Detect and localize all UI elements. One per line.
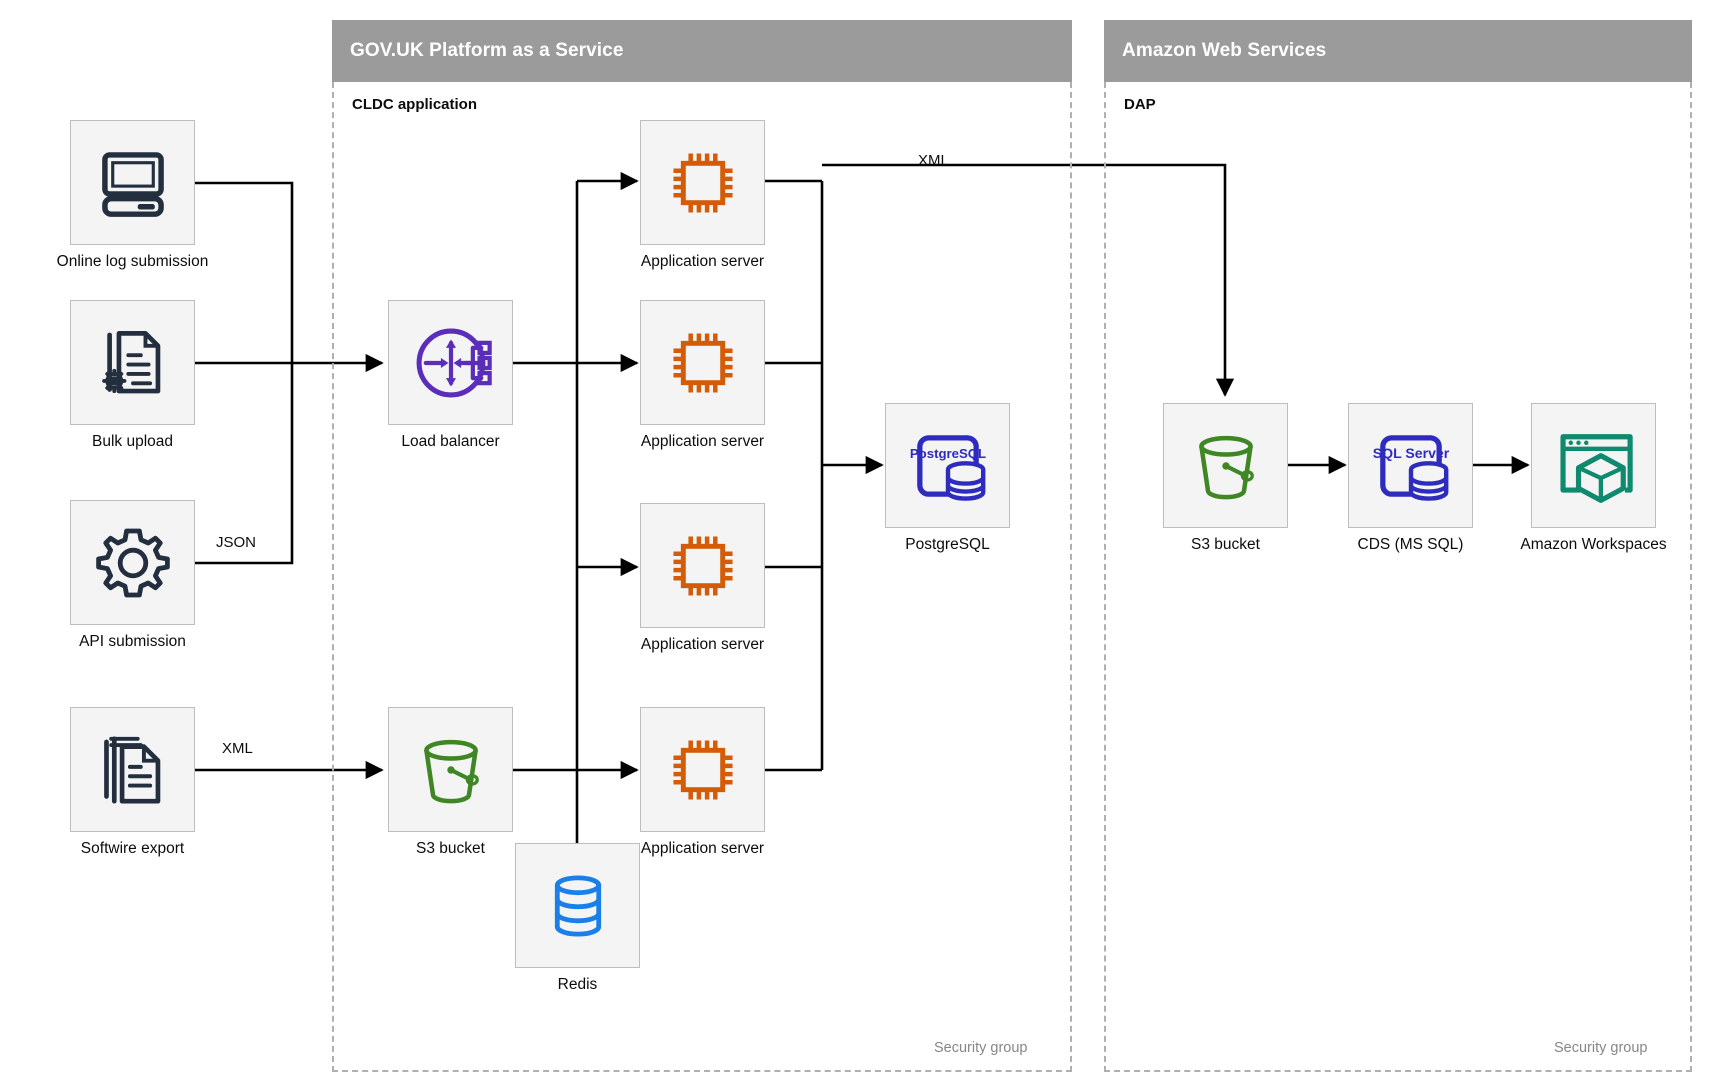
caption-s3-bucket-aws: S3 bucket xyxy=(1191,536,1260,553)
caption-online-log-submission: Online log submission xyxy=(56,253,209,270)
node-amazon-workspaces[interactable]: Amazon Workspaces xyxy=(1520,403,1667,563)
s3-bucket-icon xyxy=(423,739,479,803)
cpu-chip-icon xyxy=(672,535,733,596)
edge-label-xml-softwire: XML xyxy=(222,740,253,757)
caption-cds-ms-sql: CDS (MS SQL) xyxy=(1357,536,1464,553)
caption-s3-bucket-paas: S3 bucket xyxy=(416,840,485,857)
node-api-submission[interactable]: API submission xyxy=(70,500,195,660)
sql-server-icon-text: SQL Server xyxy=(1372,445,1449,461)
section-header-aws: Amazon Web Services xyxy=(1104,20,1692,82)
caption-postgresql: PostgreSQL xyxy=(905,536,990,553)
amazon-workspaces-icon xyxy=(1559,433,1633,503)
tile-application-server-1 xyxy=(640,120,765,245)
node-cds-ms-sql[interactable]: SQL Server CDS (MS SQL) xyxy=(1348,403,1473,563)
tile-application-server-4 xyxy=(640,707,765,832)
node-load-balancer[interactable]: Load balancer xyxy=(388,300,513,460)
document-stack-icon xyxy=(103,735,160,804)
caption-application-server-2: Application server xyxy=(640,433,765,450)
tile-load-balancer xyxy=(388,300,513,425)
postgresql-icon: PostgreSQL xyxy=(909,434,986,501)
security-group-label-paas: Security group xyxy=(934,1040,1028,1056)
caption-amazon-workspaces: Amazon Workspaces xyxy=(1520,536,1667,553)
caption-application-server-1: Application server xyxy=(640,253,765,270)
gear-icon xyxy=(95,528,170,597)
tile-postgresql: PostgreSQL xyxy=(885,403,1010,528)
postgresql-icon-text: PostgreSQL xyxy=(909,446,985,461)
cpu-chip-icon xyxy=(672,739,733,800)
caption-redis: Redis xyxy=(557,976,598,993)
section-title-aws: Amazon Web Services xyxy=(1122,40,1327,61)
tile-redis xyxy=(515,843,640,968)
cpu-chip-icon xyxy=(672,152,733,213)
node-application-server-3[interactable]: Application server xyxy=(640,503,765,663)
document-gear-icon xyxy=(101,330,160,393)
caption-bulk-upload: Bulk upload xyxy=(91,433,174,450)
sql-server-icon: SQL Server xyxy=(1372,434,1449,501)
tile-s3-bucket-paas xyxy=(388,707,513,832)
security-group-region-aws xyxy=(1104,82,1692,1072)
caption-application-server-4: Application server xyxy=(640,840,765,857)
load-balancer-icon xyxy=(416,328,492,397)
caption-softwire-export: Softwire export xyxy=(80,840,185,857)
edge-label-xml-to-s3: XML xyxy=(918,152,949,169)
node-application-server-2[interactable]: Application server xyxy=(640,300,765,460)
tile-s3-bucket-aws xyxy=(1163,403,1288,528)
desktop-computer-icon xyxy=(101,151,164,217)
section-header-paas: GOV.UK Platform as a Service xyxy=(332,20,1072,82)
node-online-log-submission[interactable]: Online log submission xyxy=(57,120,208,280)
edge-label-json: JSON xyxy=(216,534,257,551)
tile-application-server-2 xyxy=(640,300,765,425)
node-application-server-1[interactable]: Application server xyxy=(640,120,765,280)
s3-bucket-icon xyxy=(1198,435,1254,499)
region-title-dap: DAP xyxy=(1124,96,1156,113)
node-s3-bucket-aws[interactable]: S3 bucket xyxy=(1163,403,1288,563)
security-group-region-paas xyxy=(332,82,1072,1072)
tile-amazon-workspaces xyxy=(1531,403,1656,528)
node-postgresql[interactable]: PostgreSQL PostgreSQL xyxy=(885,403,1010,563)
node-bulk-upload[interactable]: Bulk upload xyxy=(70,300,195,460)
tile-api-submission xyxy=(70,500,195,625)
node-application-server-4[interactable]: Application server xyxy=(640,707,765,867)
database-cylinder-icon xyxy=(554,874,601,937)
tile-online-log-submission xyxy=(70,120,195,245)
caption-load-balancer: Load balancer xyxy=(401,433,500,450)
node-s3-bucket-paas[interactable]: S3 bucket xyxy=(388,707,513,867)
security-group-label-aws: Security group xyxy=(1554,1040,1648,1056)
tile-application-server-3 xyxy=(640,503,765,628)
caption-application-server-3: Application server xyxy=(640,636,765,653)
cpu-chip-icon xyxy=(672,332,733,393)
section-title-paas: GOV.UK Platform as a Service xyxy=(350,40,624,61)
caption-api-submission: API submission xyxy=(79,633,186,650)
node-redis[interactable]: Redis xyxy=(515,843,640,1003)
region-title-cldc: CLDC application xyxy=(352,96,478,113)
tile-softwire-export xyxy=(70,707,195,832)
node-softwire-export[interactable]: Softwire export xyxy=(70,707,195,867)
tile-bulk-upload xyxy=(70,300,195,425)
tile-cds-ms-sql: SQL Server xyxy=(1348,403,1473,528)
